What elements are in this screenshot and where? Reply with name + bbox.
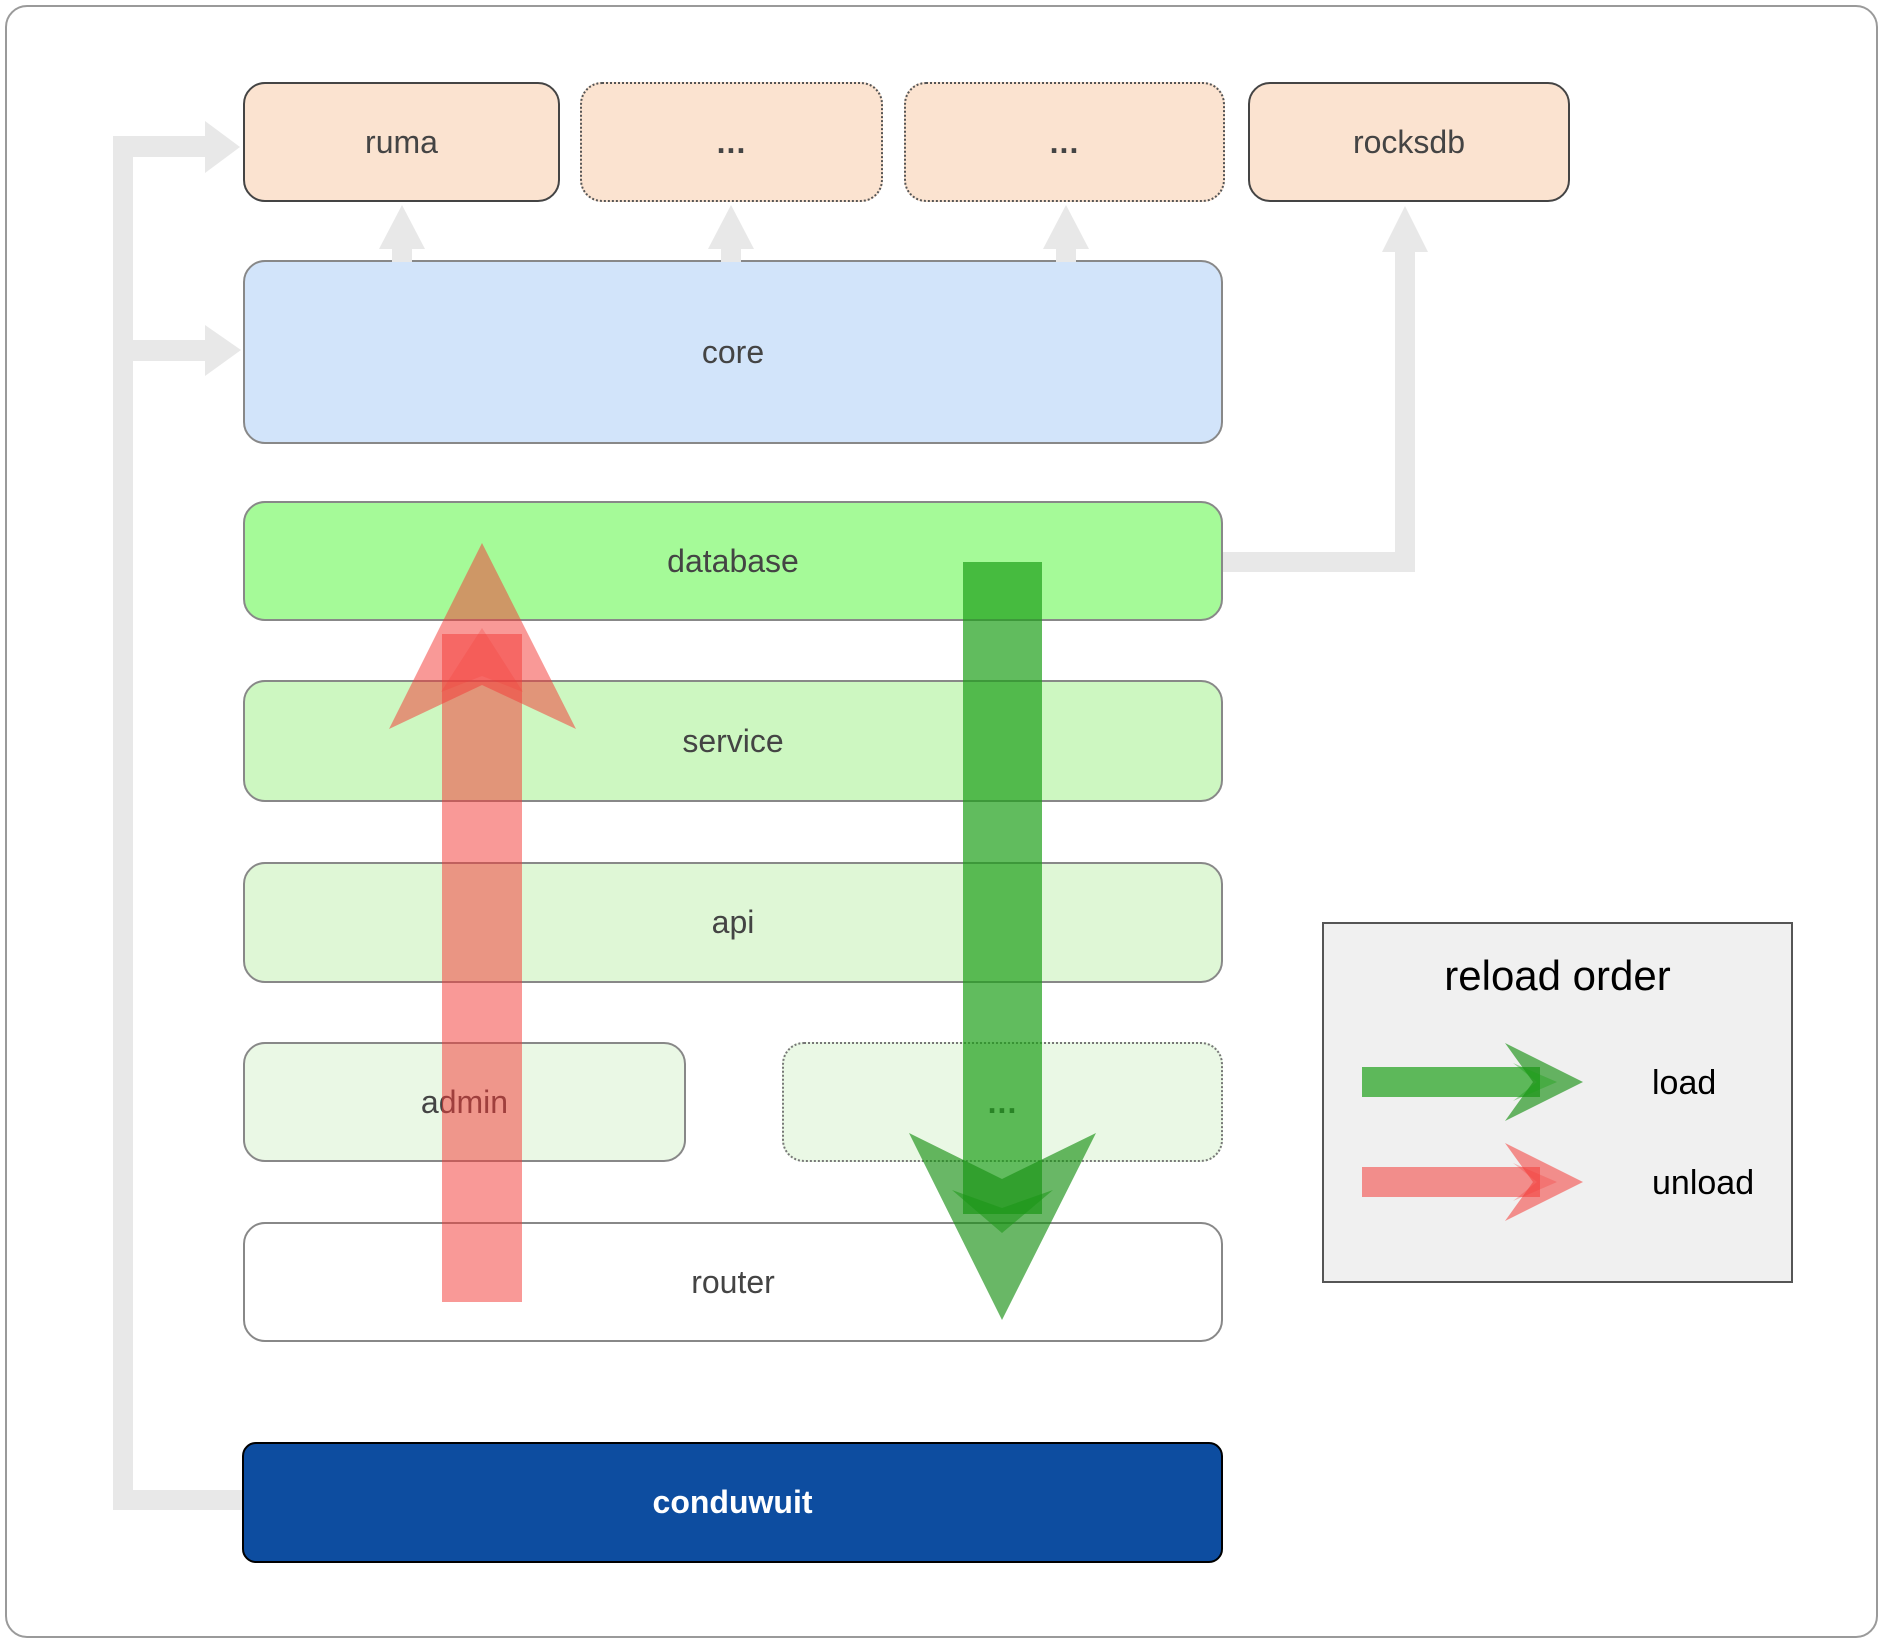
node-ruma: ruma — [243, 82, 560, 202]
node-admin-label: admin — [420, 1083, 509, 1120]
node-other-dependency-2-label: ... — [1049, 123, 1080, 160]
outer-frame — [5, 5, 1878, 1638]
node-database: database — [243, 501, 1223, 621]
legend-load-label: load — [1652, 1064, 1717, 1102]
node-ruma-label: ruma — [365, 123, 438, 160]
node-router: router — [243, 1222, 1223, 1342]
node-conduwuit: conduwuit — [242, 1442, 1223, 1563]
node-other-service-label: ... — [987, 1083, 1018, 1120]
node-other-dependency-2: ... — [904, 82, 1225, 202]
node-other-dependency-1-label: ... — [716, 123, 747, 160]
node-other-dependency-1: ... — [580, 82, 883, 202]
node-core: core — [243, 260, 1223, 444]
legend-unload-label: unload — [1652, 1164, 1755, 1202]
node-router-label: router — [691, 1263, 775, 1300]
node-database-label: database — [667, 542, 799, 579]
node-core-label: core — [701, 333, 765, 370]
node-admin: admin — [243, 1042, 686, 1162]
legend-box: reload order load unload — [1322, 922, 1793, 1283]
node-rocksdb-label: rocksdb — [1352, 123, 1466, 160]
node-service: service — [243, 680, 1223, 802]
node-api-label: api — [711, 904, 755, 940]
legend-title: reload order — [1444, 952, 1671, 999]
node-conduwuit-label: conduwuit — [652, 1484, 813, 1520]
node-service-label: service — [682, 722, 784, 759]
node-other-service: ... — [782, 1042, 1223, 1162]
node-api: api — [243, 862, 1223, 983]
node-rocksdb: rocksdb — [1248, 82, 1570, 202]
